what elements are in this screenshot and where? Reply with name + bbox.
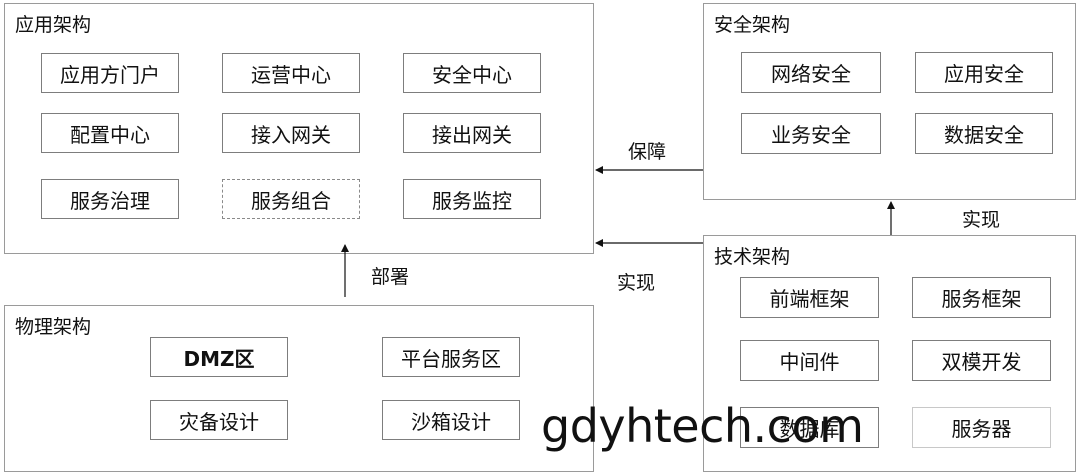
- app-item-ingress-gateway: 接入网关: [222, 113, 360, 153]
- tech-item-server: 服务器: [912, 407, 1051, 448]
- physical-item-platform-service-zone: 平台服务区: [382, 337, 520, 377]
- technical-architecture-title: 技术架构: [714, 246, 791, 268]
- physical-architecture-title: 物理架构: [15, 316, 92, 338]
- deploy-label: 部署: [371, 266, 410, 288]
- tech-item-middleware: 中间件: [740, 340, 879, 381]
- app-item-config-center: 配置中心: [41, 113, 179, 153]
- app-item-operations-center: 运营中心: [222, 53, 360, 93]
- app-item-service-composition: 服务组合: [222, 179, 360, 219]
- security-item-data: 数据安全: [915, 113, 1053, 154]
- app-item-egress-gateway: 接出网关: [403, 113, 541, 153]
- security-architecture-panel: 安全架构: [703, 3, 1076, 200]
- physical-item-disaster-recovery: 灾备设计: [150, 400, 288, 440]
- security-architecture-title: 安全架构: [714, 14, 791, 36]
- app-item-portal: 应用方门户: [41, 53, 179, 93]
- implement-app-label: 实现: [617, 272, 656, 294]
- watermark: gdyhtech.com: [541, 399, 864, 453]
- physical-item-dmz: DMZ区: [150, 337, 288, 377]
- security-item-application: 应用安全: [915, 52, 1053, 93]
- tech-item-service-framework: 服务框架: [912, 277, 1051, 318]
- security-item-business: 业务安全: [741, 113, 881, 154]
- application-architecture-title: 应用架构: [15, 14, 92, 36]
- tech-item-frontend-framework: 前端框架: [740, 277, 879, 318]
- app-item-service-monitoring: 服务监控: [403, 179, 541, 219]
- implement-security-label: 实现: [962, 209, 1001, 231]
- physical-architecture-panel: 物理架构: [4, 305, 594, 472]
- app-item-service-governance: 服务治理: [41, 179, 179, 219]
- guarantee-label: 保障: [628, 141, 667, 163]
- security-item-network: 网络安全: [741, 52, 881, 93]
- app-item-security-center: 安全中心: [403, 53, 541, 93]
- tech-item-database: 数据库: [740, 407, 879, 448]
- tech-item-dual-mode-dev: 双模开发: [912, 340, 1051, 381]
- physical-item-sandbox: 沙箱设计: [382, 400, 520, 440]
